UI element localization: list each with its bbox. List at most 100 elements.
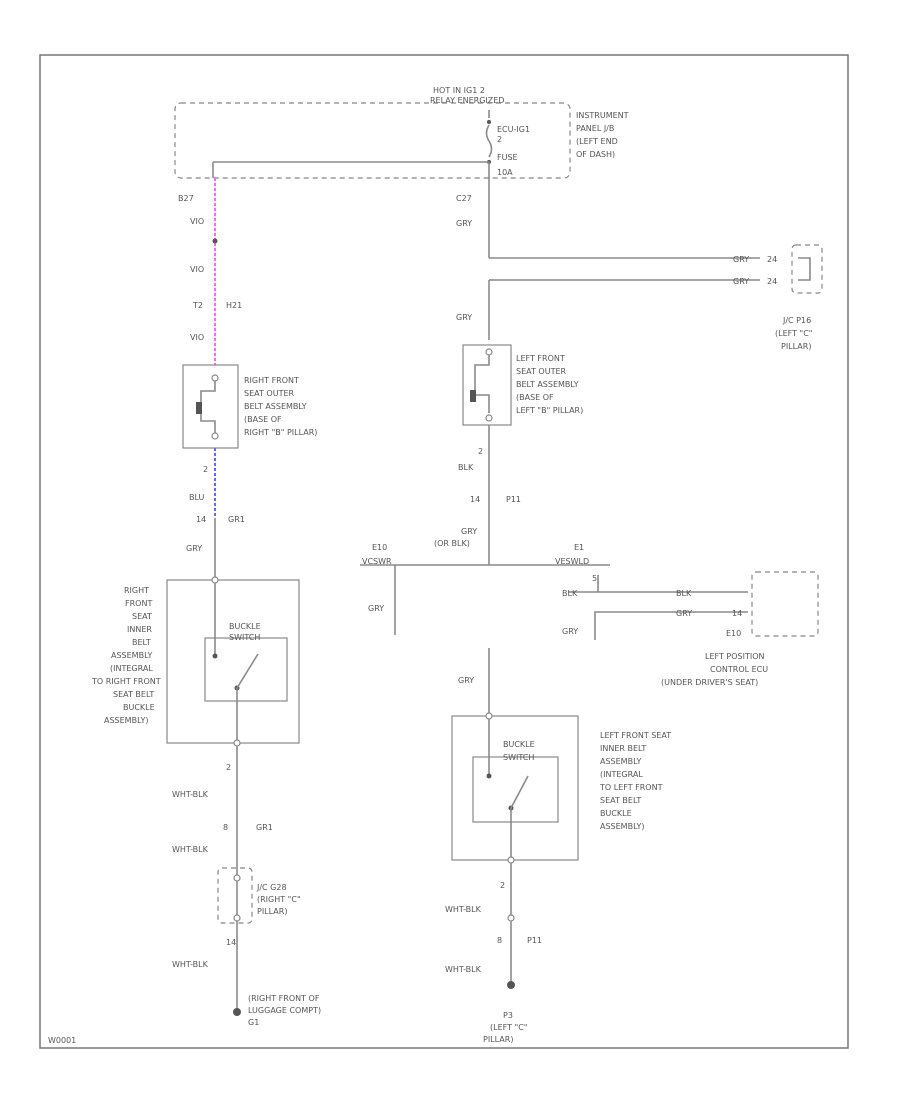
right-front-outer-belt-box	[182, 364, 239, 449]
svg-text:OF DASH): OF DASH)	[576, 150, 615, 159]
svg-text:P3: P3	[503, 1011, 513, 1020]
svg-text:(INTEGRAL: (INTEGRAL	[600, 770, 643, 779]
svg-text:BUCKLE: BUCKLE	[503, 740, 535, 749]
wire-blk-left: BLK	[458, 463, 474, 472]
right-buckle-switch-blade	[236, 653, 259, 689]
fuse-label: FUSE	[497, 153, 518, 162]
ecu-veswld-label: VESWLD	[555, 557, 589, 566]
ecu-vcswr-label: VCSWR	[362, 557, 392, 566]
ground-p3	[507, 981, 515, 989]
svg-text:G1: G1	[248, 1018, 259, 1027]
splice-vio	[212, 238, 218, 244]
fuse-terminal-top	[487, 120, 491, 124]
wire-blu: BLU	[189, 493, 205, 502]
wire-blk-ecu: BLK	[562, 589, 578, 598]
instrument-panel-jb-label: INSTRUMENT PANEL J/B (LEFT END OF DASH)	[576, 111, 629, 159]
svg-text:RIGHT: RIGHT	[124, 586, 149, 595]
svg-text:ASSEMBLY: ASSEMBLY	[600, 757, 641, 766]
fuse-amp-label: 10A	[497, 168, 513, 177]
hot-at-ig-label: HOT IN IG1 2	[433, 86, 485, 95]
left-front-inner-belt-box	[451, 715, 579, 861]
svg-text:J/C P16: J/C P16	[782, 316, 811, 325]
svg-text:(UNDER DRIVER'S SEAT): (UNDER DRIVER'S SEAT)	[661, 678, 758, 687]
svg-text:(LEFT "C": (LEFT "C"	[490, 1023, 527, 1032]
ground-p3-label: P3 (LEFT "C" PILLAR)	[483, 1011, 527, 1044]
pin-14-right: 14	[226, 938, 236, 947]
pin-2-left-outer: 2	[478, 447, 483, 456]
pin-2-right-inner: 2	[226, 763, 231, 772]
svg-text:ASSEMBLY): ASSEMBLY)	[600, 822, 644, 831]
connector-p11-2: P11	[527, 936, 542, 945]
right-front-inner-belt-label: RIGHT FRONT SEAT INNER BELT ASSEMBLY (IN…	[91, 586, 161, 725]
pin-14-ecu: 14	[732, 609, 742, 618]
left-outer-belt-switch	[470, 390, 476, 402]
pin-2-right-outer: 2	[203, 465, 208, 474]
svg-text:BELT ASSEMBLY: BELT ASSEMBLY	[244, 402, 307, 411]
right-front-inner-belt-box	[166, 579, 300, 744]
svg-text:BUCKLE: BUCKLE	[229, 622, 261, 631]
svg-text:CONTROL ECU: CONTROL ECU	[710, 665, 768, 674]
wire-blk-ecu-2: BLK	[676, 589, 692, 598]
connector-t2: T2	[192, 301, 203, 310]
pin-2-left-inner: 2	[500, 881, 505, 890]
wire-gry-left-2: GRY	[461, 527, 477, 536]
wire-or-blk: (OR BLK)	[434, 539, 470, 548]
jc-g28-label: J/C G28 (RIGHT "C" PILLAR)	[256, 883, 301, 916]
wire-wht-blk-left-2: WHT-BLK	[445, 965, 482, 974]
svg-text:SEAT: SEAT	[132, 612, 152, 621]
left-buckle-switch-label: BUCKLE SWITCH	[503, 740, 535, 762]
jc-g28-box	[217, 867, 253, 924]
instrument-panel-jb-box	[174, 102, 571, 179]
connector-h21: H21	[226, 301, 242, 310]
right-front-outer-belt-label: RIGHT FRONT SEAT OUTER BELT ASSEMBLY (BA…	[244, 376, 317, 437]
pin-8-right: 8	[223, 823, 228, 832]
svg-text:LEFT "B" PILLAR): LEFT "B" PILLAR)	[516, 406, 583, 415]
svg-text:LEFT FRONT SEAT: LEFT FRONT SEAT	[600, 731, 671, 740]
left-buckle-switch-box	[472, 756, 559, 823]
svg-text:ASSEMBLY: ASSEMBLY	[111, 651, 152, 660]
svg-text:SWITCH: SWITCH	[503, 753, 534, 762]
wire-gry-jc-1: GRY	[733, 255, 749, 264]
left-front-outer-belt-box	[462, 344, 512, 426]
ground-g1	[233, 1008, 241, 1016]
wire-wht-blk-right-1: WHT-BLK	[172, 790, 209, 799]
ecu-e1-label: E1	[574, 543, 584, 552]
svg-text:(RIGHT "C": (RIGHT "C"	[257, 895, 301, 904]
jc-p16-box	[791, 244, 823, 294]
pin-14-gr1: 14	[196, 515, 206, 524]
wire-gry-left: GRY	[456, 313, 472, 322]
ecu-e10-label: E10	[372, 543, 387, 552]
svg-text:(INTEGRAL: (INTEGRAL	[110, 664, 153, 673]
right-buckle-contact	[212, 653, 218, 659]
wire-gry-right: GRY	[186, 544, 202, 553]
svg-text:(RIGHT FRONT OF: (RIGHT FRONT OF	[248, 994, 320, 1003]
svg-text:RIGHT FRONT: RIGHT FRONT	[244, 376, 299, 385]
svg-text:LEFT POSITION: LEFT POSITION	[705, 652, 765, 661]
svg-text:RIGHT "B" PILLAR): RIGHT "B" PILLAR)	[244, 428, 317, 437]
svg-text:BELT: BELT	[132, 638, 151, 647]
svg-text:PILLAR): PILLAR)	[781, 342, 811, 351]
wire-gry-ecu-2: GRY	[676, 609, 692, 618]
jc-pin-24b: 24	[767, 277, 777, 286]
pin-8-left: 8	[497, 936, 502, 945]
left-buckle-contact	[486, 773, 492, 779]
pin-5: 5	[592, 574, 597, 583]
fuse-symbol	[485, 124, 493, 158]
svg-text:LUGGAGE COMPT): LUGGAGE COMPT)	[248, 1006, 321, 1015]
wire-gry-top: GRY	[456, 219, 472, 228]
left-buckle-switch-blade	[510, 775, 529, 809]
connector-e10: E10	[726, 629, 741, 638]
svg-text:INNER: INNER	[127, 625, 152, 634]
svg-text:SEAT OUTER: SEAT OUTER	[244, 389, 295, 398]
svg-text:TO LEFT FRONT: TO LEFT FRONT	[599, 783, 663, 792]
wire-wht-blk-right-3: WHT-BLK	[172, 960, 209, 969]
wire-gry-ecu: GRY	[368, 604, 384, 613]
svg-text:BUCKLE: BUCKLE	[600, 809, 632, 818]
svg-text:INNER BELT: INNER BELT	[600, 744, 646, 753]
jc-p16-label: J/C P16 (LEFT "C" PILLAR)	[775, 316, 812, 351]
relay-energized-label: RELAY ENERGIZED	[430, 96, 504, 105]
left-position-ecu-label: LEFT POSITION CONTROL ECU (UNDER DRIVER'…	[661, 652, 768, 687]
wire-gry-ecu-3: GRY	[562, 627, 578, 636]
svg-text:LEFT FRONT: LEFT FRONT	[516, 354, 565, 363]
